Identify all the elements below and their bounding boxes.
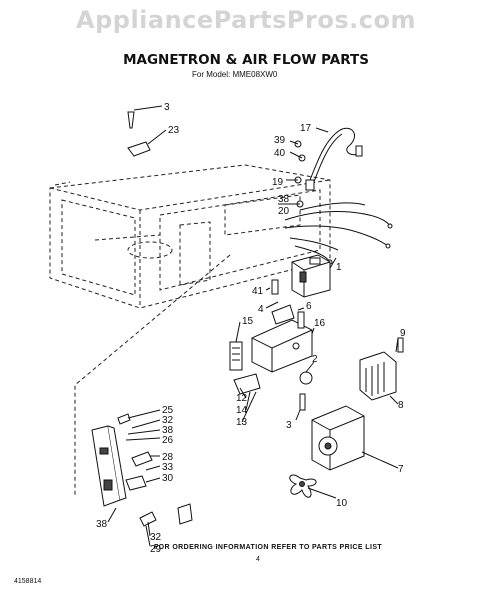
small-parts xyxy=(229,279,313,411)
callout-label: 33 xyxy=(162,462,174,473)
document-number: 4158814 xyxy=(14,578,42,585)
callout-label: 8 xyxy=(398,400,404,411)
callout-label: 17 xyxy=(300,123,312,134)
callout-label: 38 xyxy=(162,425,174,436)
callout-label: 12 xyxy=(236,393,248,404)
latch-panel xyxy=(74,254,231,527)
callout-label: 41 xyxy=(252,286,264,297)
callout-label: 4 xyxy=(258,304,264,315)
callout-label: 39 xyxy=(274,135,286,146)
callout-label: 10 xyxy=(336,498,348,509)
magnetron xyxy=(291,254,331,298)
callout-labels: 3 23 17 39 40 19 38 20 1 41 4 6 15 16 2 … xyxy=(96,102,406,555)
callout-label: 7 xyxy=(398,464,404,475)
callout-label: 2 xyxy=(312,354,318,365)
callout-label: 23 xyxy=(168,125,180,136)
callout-label: 6 xyxy=(306,301,312,312)
watermark: AppliancePartsPros.com xyxy=(76,6,416,34)
callout-label: 3 xyxy=(164,102,170,113)
callout-label: 38 xyxy=(278,194,290,205)
callout-label: 19 xyxy=(272,177,284,188)
callout-label: 29 xyxy=(150,544,162,555)
callout-label: 16 xyxy=(314,318,326,329)
power-cord xyxy=(305,127,363,191)
fan-blade xyxy=(289,474,317,498)
model-subtitle: For Model: MME08XW0 xyxy=(192,70,278,79)
callout-label: 14 xyxy=(236,405,248,416)
callout-label: 38 xyxy=(96,519,108,530)
diagram-title: MAGNETRON & AIR FLOW PARTS xyxy=(123,52,369,68)
page-number: 4 xyxy=(256,556,260,563)
callout-label: 26 xyxy=(162,435,174,446)
callout-label: 13 xyxy=(236,417,248,428)
callout-label: 20 xyxy=(278,206,290,217)
leader-lines xyxy=(107,105,399,547)
screws-top xyxy=(127,111,306,208)
callout-label: 30 xyxy=(162,473,174,484)
callout-label: 3 xyxy=(286,420,292,431)
callout-label: 9 xyxy=(400,328,406,339)
relay-assembly xyxy=(359,337,404,401)
ordering-footer-note: FOR ORDERING INFORMATION REFER TO PARTS … xyxy=(154,544,383,551)
callout-label: 32 xyxy=(162,415,174,426)
callout-label: 15 xyxy=(242,316,254,327)
air-duct xyxy=(251,304,313,373)
fan-motor xyxy=(311,405,365,471)
callout-label: 40 xyxy=(274,148,286,159)
cabinet-outline xyxy=(49,164,331,309)
callout-label: 28 xyxy=(162,452,174,463)
callout-label: 25 xyxy=(162,405,174,416)
callout-label: 1 xyxy=(336,262,342,273)
callout-label: 32 xyxy=(150,532,162,543)
